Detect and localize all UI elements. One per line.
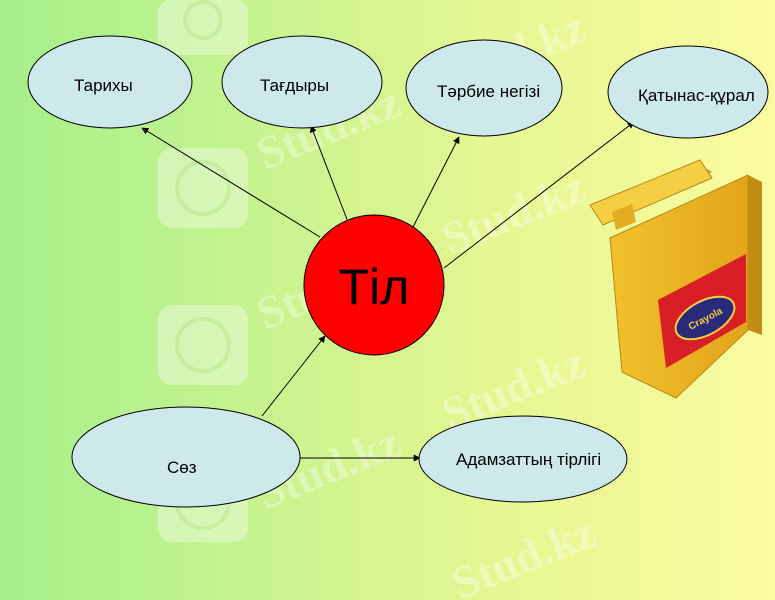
arrow-to-tarikhy — [141, 127, 321, 238]
node-tarikhy — [27, 35, 193, 129]
node-tarbie — [405, 39, 563, 137]
node-tagdyry — [221, 35, 383, 129]
arrow-to-tarbie — [411, 136, 460, 230]
crayon-box-illustration: Crayola — [589, 159, 762, 399]
node-label-tagdyry: Тағдыры — [260, 76, 329, 95]
node-adamzat — [418, 415, 628, 503]
node-label-katynas: Қатынас-құрал — [638, 86, 755, 105]
watermark-logo — [158, 0, 248, 55]
crayola-logo — [674, 295, 736, 341]
watermark-logo — [158, 148, 248, 228]
node-label-tarikhy: Тарихы — [74, 76, 133, 95]
node-label-soz: Сөз — [167, 458, 197, 477]
node-label-adamzat: Адамзаттың тірлігі — [456, 450, 601, 469]
center-node-til — [303, 214, 445, 356]
watermark-text: Stud.kz — [445, 506, 603, 600]
arrow-soz-to-til — [261, 335, 326, 417]
node-katynas — [607, 45, 769, 139]
arrow-to-katynas — [443, 121, 635, 269]
watermark-text: Stud.kz — [435, 161, 593, 264]
node-label-tarbie: Тәрбие негізі — [437, 82, 540, 101]
center-label-til: Тіл — [339, 259, 410, 315]
arrow-to-tagdyry — [309, 125, 349, 223]
watermark-logo — [158, 305, 248, 385]
node-soz — [71, 406, 301, 508]
